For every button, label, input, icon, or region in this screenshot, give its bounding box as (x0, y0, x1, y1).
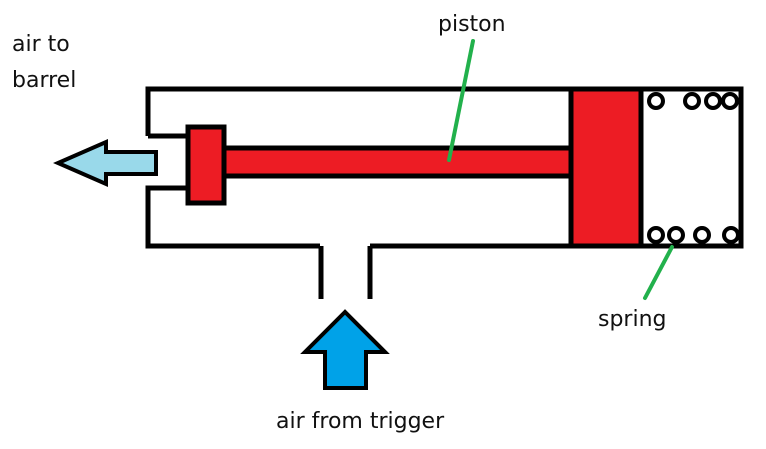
inlet-arrow (300, 309, 390, 390)
label-air-from-trigger: air from trigger (276, 409, 445, 434)
label-spring: spring (598, 307, 667, 332)
spring-leader-line (643, 245, 674, 300)
piston-head (568, 86, 644, 249)
spring-coils-top (647, 92, 739, 110)
outlet-arrow (53, 138, 158, 188)
piston-rod (221, 145, 574, 179)
valve-poppet (185, 124, 227, 206)
label-piston: piston (438, 12, 506, 37)
piston-leader-line (447, 39, 475, 162)
label-air-to: air to (12, 32, 70, 57)
label-barrel: barrel (12, 68, 76, 93)
spring-coils-bottom (647, 226, 740, 244)
